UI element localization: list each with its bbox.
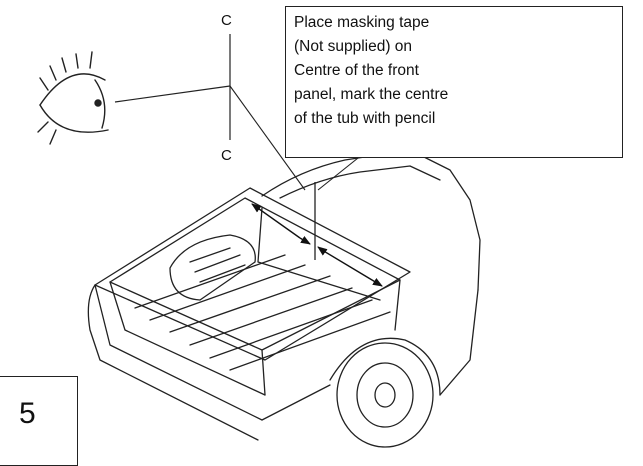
- instruction-line: Place masking tape: [294, 14, 430, 31]
- centre-label-bottom: C: [221, 147, 232, 164]
- leader-line-callout: [317, 157, 359, 191]
- instruction-text: Place masking tape (Not supplied) on Cen…: [294, 11, 494, 131]
- leader-line-centre: [229, 85, 306, 191]
- step-number-box: 5: [0, 376, 78, 466]
- eye-icon: [37, 51, 109, 145]
- sight-line: [114, 85, 231, 103]
- step-number: 5: [19, 397, 36, 430]
- centre-label-top: C: [221, 12, 232, 29]
- instruction-line: Centre of the front: [294, 62, 419, 79]
- measurement-arrows: [251, 203, 383, 287]
- instruction-callout: Place masking tape (Not supplied) on Cen…: [285, 6, 623, 158]
- instruction-line: panel, mark the centre: [294, 86, 449, 103]
- instruction-line: of the tub with pencil: [294, 110, 436, 127]
- truck-tub-drawing: [87, 149, 481, 448]
- instruction-line: (Not supplied) on: [294, 38, 413, 55]
